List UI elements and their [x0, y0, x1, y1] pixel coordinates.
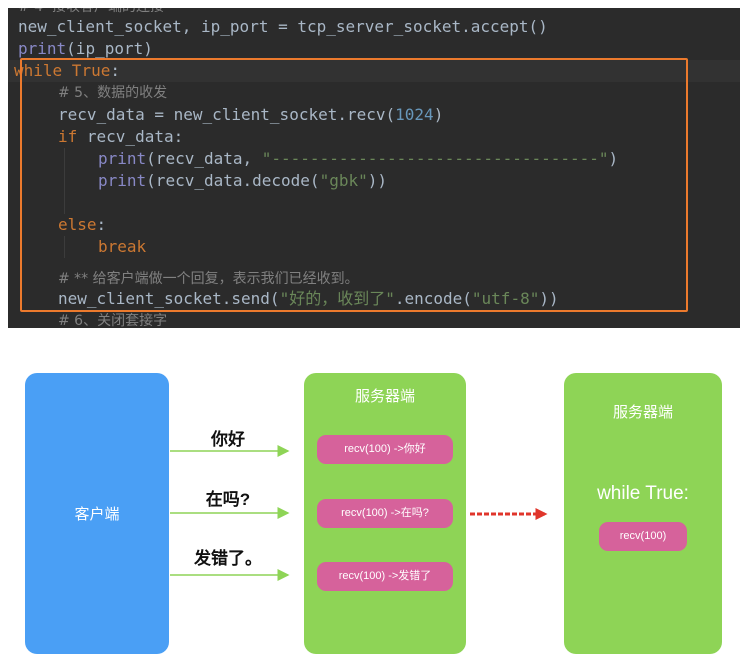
recv-item: recv(100) ->发错了 — [317, 562, 453, 591]
indent-guide — [64, 236, 65, 258]
code-text: recv_data = new_client_socket.recv( — [58, 105, 396, 124]
server-title: 服务器端 — [612, 404, 673, 421]
code-text: (recv_data.decode( — [146, 171, 320, 190]
indent-guide — [64, 148, 65, 214]
code-string: "utf-8" — [471, 289, 540, 308]
server-box-loop: 服务器端 while True: recv(100) — [564, 373, 722, 654]
message-label: 在吗? — [205, 490, 251, 509]
code-comment-reply: # ** 给客户端做一个回复，表示我们已经收到。 — [58, 271, 359, 287]
code-keyword: else — [58, 215, 97, 234]
client-label: 客户端 — [74, 506, 120, 523]
code-string: "gbk" — [319, 171, 368, 190]
code-keyword: break — [98, 237, 147, 256]
code-comment-recv: # 5、数据的收发 — [58, 85, 168, 101]
code-text: )) — [539, 289, 559, 308]
highlight-box — [20, 58, 688, 312]
code-line-else: else: — [58, 214, 106, 236]
code-number: 1024 — [395, 105, 434, 124]
code-line-while: while True: — [14, 60, 120, 82]
code-keyword: while — [14, 61, 63, 80]
code-line-print-ipport: print(ip_port) — [18, 38, 153, 60]
code-text: (ip_port) — [66, 39, 153, 58]
message-label: 你好 — [211, 430, 245, 449]
code-text: new_client_socket.send( — [58, 289, 280, 308]
code-line-partial-top: # 4 接收客户端的连接 — [18, 8, 164, 18]
loop-recv-item: recv(100) — [599, 522, 687, 551]
recv-item: recv(100) ->你好 — [317, 435, 453, 464]
code-line-if: if recv_data: — [58, 126, 183, 148]
code-line-print-recv: print(recv_data, "----------------------… — [98, 148, 618, 170]
code-text: )) — [367, 171, 387, 190]
code-text: ) — [608, 149, 619, 168]
code-comment-close: # 6、关闭套接字 — [58, 313, 168, 328]
code-text: ) — [433, 105, 444, 124]
code-text: new_client_socket, ip_port = tcp_server_… — [18, 17, 548, 36]
code-builtin: print — [98, 149, 147, 168]
code-string: "好的，收到了" — [279, 289, 395, 308]
client-box: 客户端 — [25, 373, 169, 654]
server-box: 服务器端 recv(100) ->你好 recv(100) ->在吗? recv… — [304, 373, 466, 654]
code-line-print-decode: print(recv_data.decode("gbk")) — [98, 170, 387, 192]
current-line-highlight — [8, 60, 740, 82]
code-editor: # 4 接收客户端的连接 new_client_socket, ip_port … — [8, 8, 740, 328]
code-line-break: break — [98, 236, 146, 258]
code-text: recv_data: — [77, 127, 184, 146]
code-keyword: True — [62, 61, 111, 80]
code-text: : — [110, 61, 120, 80]
code-string: "----------------------------------" — [261, 149, 609, 168]
code-text: (recv_data, — [146, 149, 262, 168]
recv-item: recv(100) ->在吗? — [317, 499, 453, 528]
code-line-send: new_client_socket.send("好的，收到了".encode("… — [58, 288, 559, 310]
server-title: 服务器端 — [354, 388, 415, 405]
loop-label: while True: — [597, 483, 689, 504]
code-line-accept: new_client_socket, ip_port = tcp_server_… — [18, 16, 548, 38]
code-line-recv: recv_data = new_client_socket.recv(1024) — [58, 104, 443, 126]
code-text: .encode( — [394, 289, 472, 308]
code-builtin: print — [18, 39, 67, 58]
code-text: : — [96, 215, 107, 234]
code-keyword: if — [58, 127, 78, 146]
code-builtin: print — [98, 171, 147, 190]
message-label: 发错了。 — [194, 549, 262, 568]
